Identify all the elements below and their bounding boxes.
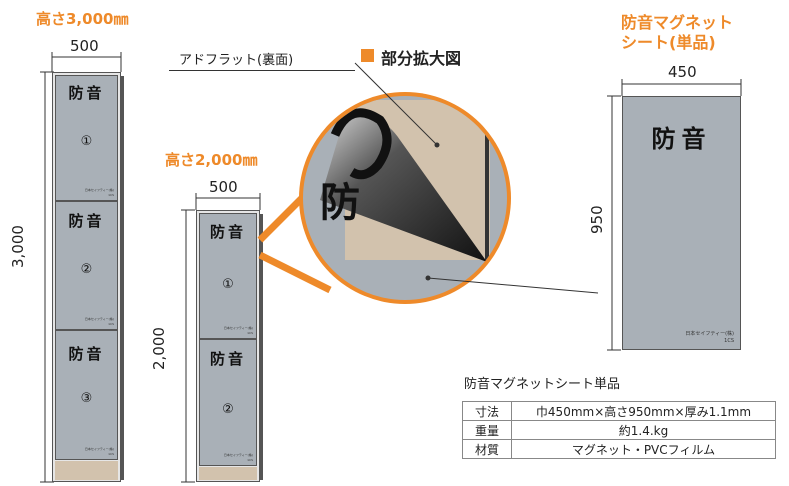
short-height-label: 高さ2,000㎜ [165,151,258,169]
spec-table: 寸法 巾450mm×高さ950mm×厚み1.1mm 重量 約1.4.kg 材質 … [462,401,776,459]
legend-label: 部分拡大図 [381,49,462,68]
single-title-line1: 防音マグネット [621,13,734,32]
short-board-base [199,467,257,480]
panel-title: 防音 [68,345,105,363]
spec-value: マグネット・PVCフィルム [511,439,776,459]
panel-number: ② [222,402,234,417]
panel-title: 防音 [209,223,246,241]
tall-width-label: 500 [70,37,99,55]
short-width-label: 500 [209,178,238,196]
maker-text: 日本セイフティー(株) [223,326,253,330]
tall-panel-2: 防音 ② 日本セイフティー(株) 1CS [55,201,118,330]
code-text: 1CS [247,331,253,335]
code-text: 1CS [247,458,253,462]
spec-row: 重量 約1.4.kg [462,420,776,440]
single-title-line2: シート(単品) [621,33,716,52]
single-sheet-title: 防音 [651,125,712,153]
tall-board-base [55,461,118,480]
panel-number: ① [80,134,93,149]
single-height-dim: 950 [588,205,606,234]
spec-row: 寸法 巾450mm×高さ950mm×厚み1.1mm [462,401,776,421]
short-panel-2: 防音 ② 日本セイフティー(株) 1CS [199,339,257,466]
tall-panel-1: 防音 ① 日本セイフティー(株) 1CS [55,75,118,201]
spec-value: 約1.4.kg [511,420,776,440]
single-sheet: 防音 日本セイフティー(株) 1CS [622,96,741,350]
tall-board-edge [120,76,124,480]
short-board-edge [259,214,263,480]
spec-value: 巾450mm×高さ950mm×厚み1.1mm [511,401,776,421]
panel-title: 防音 [209,350,246,368]
detail-big-char: 防 [320,180,360,226]
maker-text: 日本セイフティー(株) [84,447,114,451]
panel-title: 防音 [68,84,105,102]
callout-label: アドフラット(裏面) [169,49,355,71]
panel-number: ① [222,277,234,292]
single-width-label: 450 [668,63,697,81]
code-text: 1CS [108,322,114,326]
maker-text: 日本セイフティー(株) [84,317,114,321]
spec-key: 重量 [462,420,512,440]
panel-number: ② [80,262,93,277]
panel-title: 防音 [68,212,105,230]
single-code: 1CS [724,338,734,344]
code-text: 1CS [108,452,114,456]
maker-text: 日本セイフティー(株) [223,453,253,457]
tall-panel-3: 防音 ③ 日本セイフティー(株) 1CS [55,330,118,460]
legend-swatch [361,49,374,62]
tall-height-label: 高さ3,000㎜ [36,10,129,28]
single-title: 防音マグネット シート(単品) [621,13,733,53]
spec-key: 寸法 [462,401,512,421]
spec-key: 材質 [462,439,512,459]
maker-text: 日本セイフティー(株) [84,188,114,192]
panel-number: ③ [80,391,93,406]
short-panel-1: 防音 ① 日本セイフティー(株) 1CS [199,213,257,339]
code-text: 1CS [108,193,114,197]
single-maker: 日本セイフティー(株) [685,331,734,337]
spec-row: 材質 マグネット・PVCフィルム [462,439,776,459]
spec-title: 防音マグネットシート単品 [464,377,621,392]
